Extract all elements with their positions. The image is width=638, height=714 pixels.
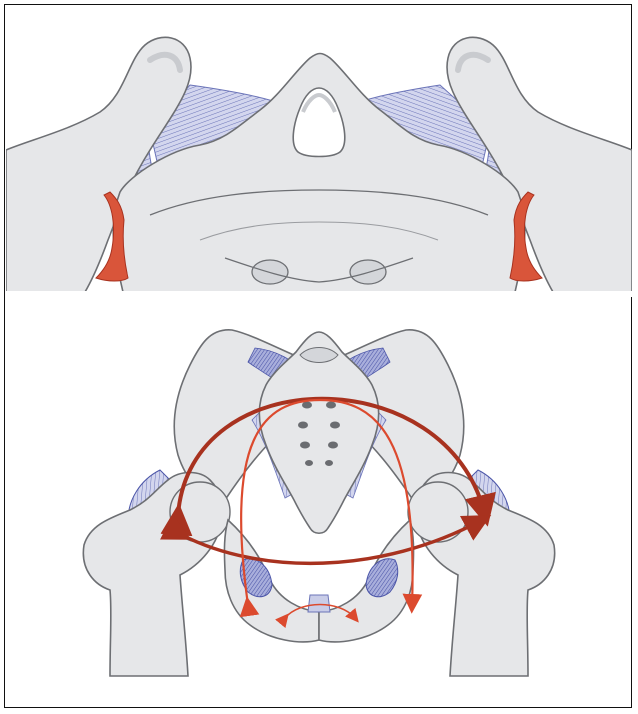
top-panel [6, 37, 632, 292]
pubic-symphysis [308, 595, 330, 612]
panel-gap [6, 291, 632, 297]
bottom-panel [83, 330, 554, 676]
